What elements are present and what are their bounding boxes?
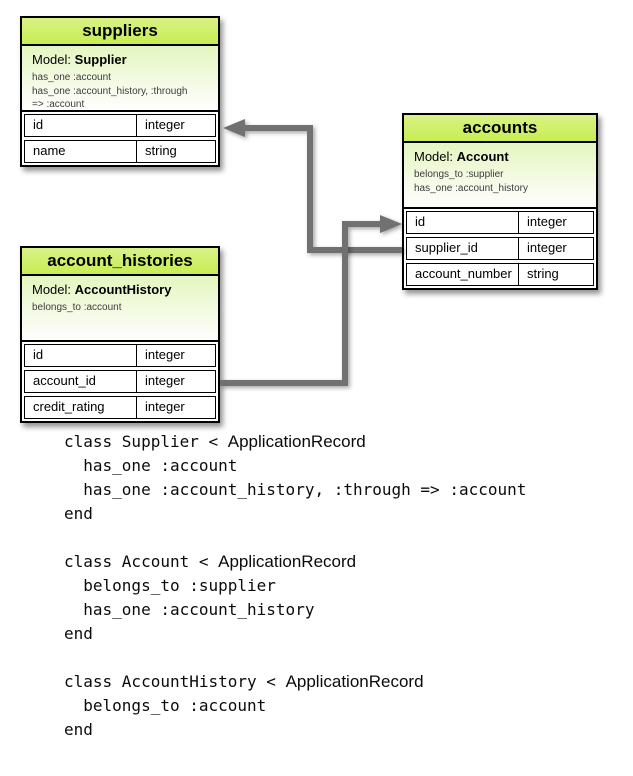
column-name-cell: account_id (25, 371, 137, 392)
column-name-cell: account_number (407, 264, 519, 285)
column-rows: id integer name string (22, 112, 218, 165)
code-line: has_one :account_history (64, 600, 315, 619)
code-block-account: class Account < ApplicationRecord belong… (64, 550, 624, 646)
column-type-cell: integer (145, 347, 185, 362)
model-line: Model: Supplier (32, 52, 208, 67)
model-name: AccountHistory (74, 282, 172, 297)
class-declaration: class AccountHistory < (64, 672, 286, 691)
table-title: account_histories (22, 248, 218, 276)
table-row: id integer (24, 114, 216, 137)
code-line: end (64, 624, 93, 643)
model-section: Model: AccountHistory belongs_to :accoun… (22, 276, 218, 342)
code-line: has_one :account (64, 456, 238, 475)
column-type-cell: string (527, 266, 559, 281)
column-type-cell: integer (145, 117, 185, 132)
code-line: belongs_to :supplier (64, 576, 276, 595)
code-line: end (64, 720, 93, 739)
table-row: name string (24, 140, 216, 163)
model-label: Model: (32, 52, 72, 67)
column-rows: id integer supplier_id integer account_n… (404, 209, 596, 288)
column-name-cell: supplier_id (407, 238, 519, 259)
class-declaration: class Supplier < (64, 432, 228, 451)
association-line: belongs_to :supplier (414, 169, 504, 180)
model-section: Model: Account belongs_to :supplier has_… (404, 143, 596, 209)
entity-table-accounts: accounts Model: Account belongs_to :supp… (402, 113, 598, 290)
table-row: account_id integer (24, 370, 216, 393)
ruby-code-section: class Supplier < ApplicationRecord has_o… (64, 430, 624, 766)
code-line: class Account < ApplicationRecord (64, 550, 624, 574)
model-label: Model: (32, 282, 72, 297)
class-declaration: class Account < (64, 552, 219, 571)
arrowhead-left-icon (223, 119, 245, 137)
table-row: supplier_id integer (406, 237, 594, 260)
superclass-name: ApplicationRecord (227, 432, 366, 451)
column-name-cell: name (25, 141, 137, 162)
superclass-name: ApplicationRecord (285, 672, 424, 691)
entity-table-account-histories: account_histories Model: AccountHistory … (20, 246, 220, 423)
code-line: belongs_to :account (64, 696, 267, 715)
code-line: has_one :account_history, :through => :a… (64, 480, 527, 499)
column-type-cell: integer (145, 399, 185, 414)
code-block-supplier: class Supplier < ApplicationRecord has_o… (64, 430, 624, 526)
association-line: => :account (32, 99, 85, 110)
column-type-cell: string (145, 143, 177, 158)
column-type-cell: integer (527, 214, 567, 229)
arrowhead-right-icon (380, 215, 402, 233)
model-line: Model: AccountHistory (32, 282, 208, 297)
code-line: class Supplier < ApplicationRecord (64, 430, 624, 454)
table-title: accounts (404, 115, 596, 143)
model-name: Supplier (74, 52, 127, 67)
code-line: class AccountHistory < ApplicationRecord (64, 670, 624, 694)
association-line: belongs_to :account (32, 302, 122, 313)
column-type-cell: integer (145, 373, 185, 388)
column-name-cell: id (407, 212, 519, 233)
model-name: Account (456, 149, 509, 164)
association-line: has_one :account_history, :through (32, 85, 188, 97)
table-row: id integer (24, 344, 216, 367)
table-title: suppliers (22, 18, 218, 46)
column-name-cell: credit_rating (25, 397, 137, 418)
code-block-account-history: class AccountHistory < ApplicationRecord… (64, 670, 624, 742)
superclass-name: ApplicationRecord (218, 552, 357, 571)
arrow-account-histories-account-id-to-accounts-id (220, 215, 402, 386)
table-row: account_number string (406, 263, 594, 286)
arrow-accounts-supplier-id-to-suppliers-id (223, 119, 402, 253)
column-name-cell: id (25, 115, 137, 136)
table-row: id integer (406, 211, 594, 234)
code-line: end (64, 504, 93, 523)
model-line: Model: Account (414, 149, 586, 164)
column-type-cell: integer (527, 240, 567, 255)
column-name-cell: id (25, 345, 137, 366)
table-row: credit_rating integer (24, 396, 216, 419)
association-line: has_one :account_history (414, 182, 528, 194)
model-section: Model: Supplier has_one :account has_one… (22, 46, 218, 112)
model-label: Model: (414, 149, 454, 164)
association-line: has_one :account (32, 72, 111, 83)
column-rows: id integer account_id integer credit_rat… (22, 342, 218, 421)
entity-table-suppliers: suppliers Model: Supplier has_one :accou… (20, 16, 220, 167)
